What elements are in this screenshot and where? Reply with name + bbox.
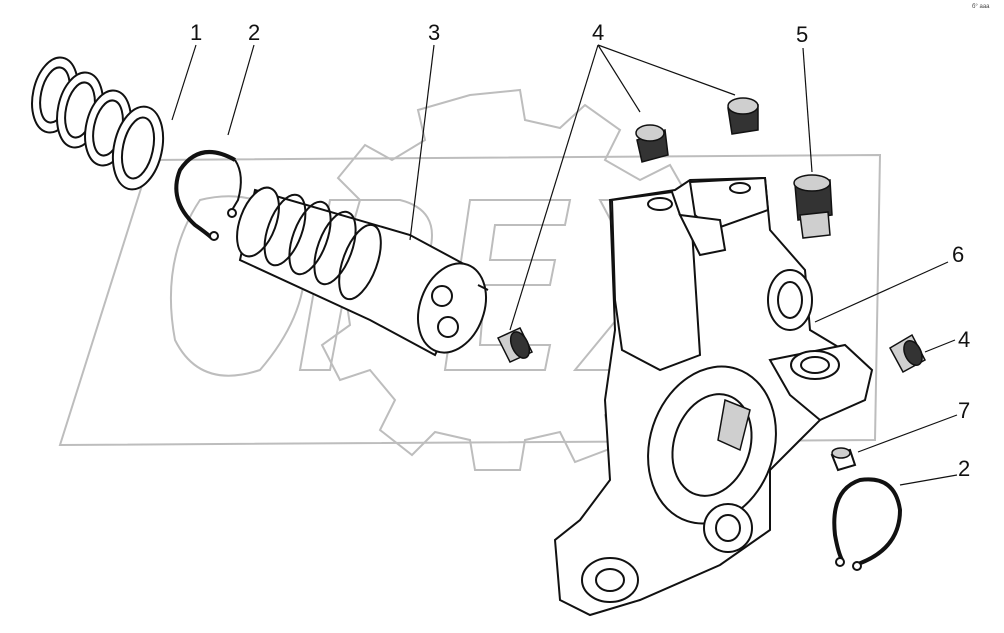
callout-6: 6 <box>952 242 964 267</box>
callout-4-top: 4 <box>592 20 604 45</box>
part-4-grub-screw-middle <box>496 327 534 363</box>
callout-5: 5 <box>796 22 808 47</box>
part-5-fitting <box>793 174 833 239</box>
callout-4-right: 4 <box>958 327 970 352</box>
part-7-pin <box>830 447 857 472</box>
callout-2-lower: 2 <box>958 456 970 481</box>
leader-lines <box>171 44 958 486</box>
part-2-retaining-ring-lower <box>832 477 903 571</box>
callout-1: 1 <box>190 20 202 45</box>
part-4-plug-right <box>727 97 759 135</box>
callout-2-upper: 2 <box>248 20 260 45</box>
part-4-grub-screw-right <box>888 333 927 374</box>
part-1-spring <box>31 56 165 191</box>
part-3-piston <box>236 186 489 357</box>
callout-7: 7 <box>958 398 970 423</box>
corner-mark: б° ааа <box>972 4 990 10</box>
callout-labels: 1 2 3 4 5 6 4 7 2 <box>190 20 970 481</box>
part-2-retaining-ring-upper <box>174 150 242 241</box>
callout-3: 3 <box>428 20 440 45</box>
part-6-housing <box>553 176 874 617</box>
part-4-plug-left <box>635 124 669 163</box>
